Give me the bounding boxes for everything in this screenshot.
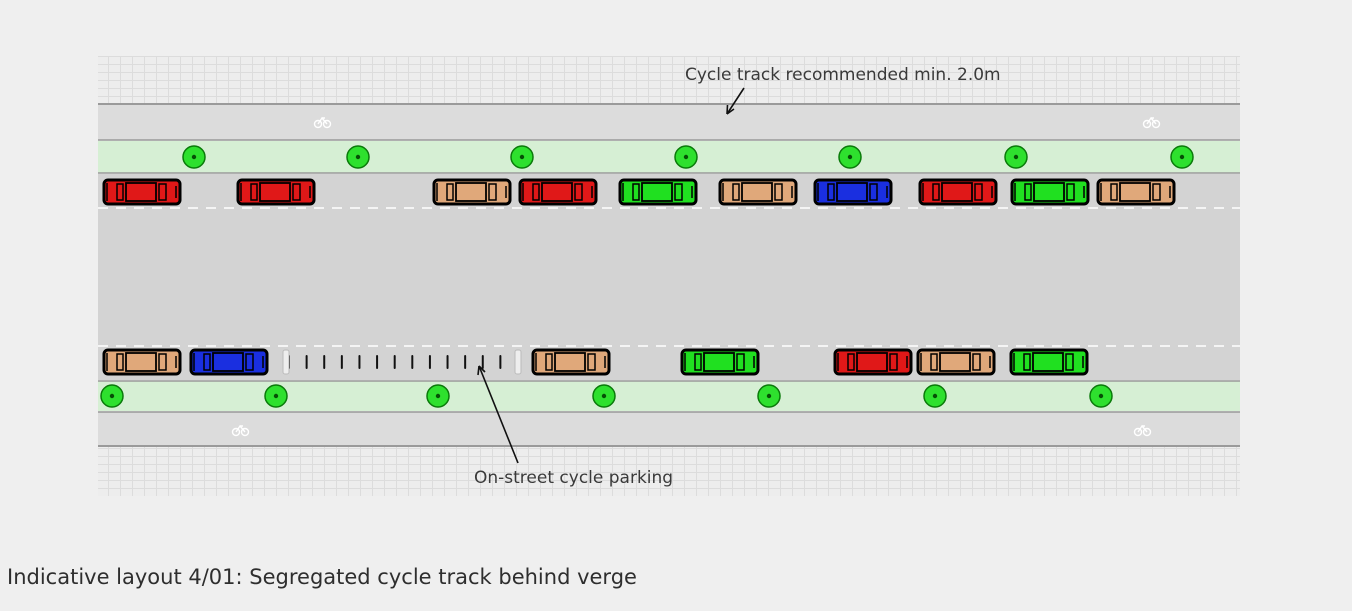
carriageway xyxy=(98,174,1240,380)
footway-paving-bottom xyxy=(98,446,1240,496)
parked-car xyxy=(618,178,698,206)
parked-car xyxy=(813,178,893,206)
verge-bottom xyxy=(98,381,1240,411)
bicycle-marking-icon xyxy=(313,116,332,129)
tree-icon xyxy=(100,384,124,408)
parked-car xyxy=(1009,348,1089,376)
parked-car xyxy=(518,178,598,206)
leader-arrow-cycle-track xyxy=(726,87,745,115)
tree-icon xyxy=(757,384,781,408)
tree-icon xyxy=(674,145,698,169)
parked-car xyxy=(1096,178,1176,206)
tree-icon xyxy=(346,145,370,169)
trees-bottom xyxy=(100,384,1113,408)
parked-cars-bottom xyxy=(102,348,1089,376)
tree-icon xyxy=(182,145,206,169)
footway-paving-top xyxy=(98,56,1240,104)
tree-icon xyxy=(1089,384,1113,408)
tree-icon xyxy=(1170,145,1194,169)
annotation-cycle-parking: On-street cycle parking xyxy=(474,468,673,488)
trees-top xyxy=(182,145,1194,169)
parked-car xyxy=(531,348,611,376)
parked-car xyxy=(918,178,998,206)
tree-icon xyxy=(264,384,288,408)
tree-icon xyxy=(592,384,616,408)
tree-icon xyxy=(923,384,947,408)
bicycle-marking-icon xyxy=(1142,116,1161,129)
parked-car xyxy=(102,178,182,206)
parked-car xyxy=(833,348,913,376)
verge-top xyxy=(98,141,1240,173)
figure-caption: Indicative layout 4/01: Segregated cycle… xyxy=(7,565,637,589)
leader-arrow-cycle-parking xyxy=(478,365,519,464)
annotation-cycle-track: Cycle track recommended min. 2.0m xyxy=(685,65,1001,85)
cycle-track-top xyxy=(98,104,1240,140)
bicycle-marking-icon xyxy=(231,424,250,437)
parked-car xyxy=(916,348,996,376)
parked-car xyxy=(236,178,316,206)
parked-car xyxy=(680,348,760,376)
bicycle-marking-icon xyxy=(1133,424,1152,437)
tree-icon xyxy=(838,145,862,169)
parked-car xyxy=(1010,178,1090,206)
parked-car xyxy=(718,178,798,206)
tree-icon xyxy=(426,384,450,408)
parked-car xyxy=(432,178,512,206)
tree-icon xyxy=(1004,145,1028,169)
cycle-stands xyxy=(282,349,522,375)
tree-icon xyxy=(510,145,534,169)
parked-cars-top xyxy=(102,178,1176,206)
parked-car xyxy=(189,348,269,376)
parked-car xyxy=(102,348,182,376)
cycle-track-bottom xyxy=(98,412,1240,446)
